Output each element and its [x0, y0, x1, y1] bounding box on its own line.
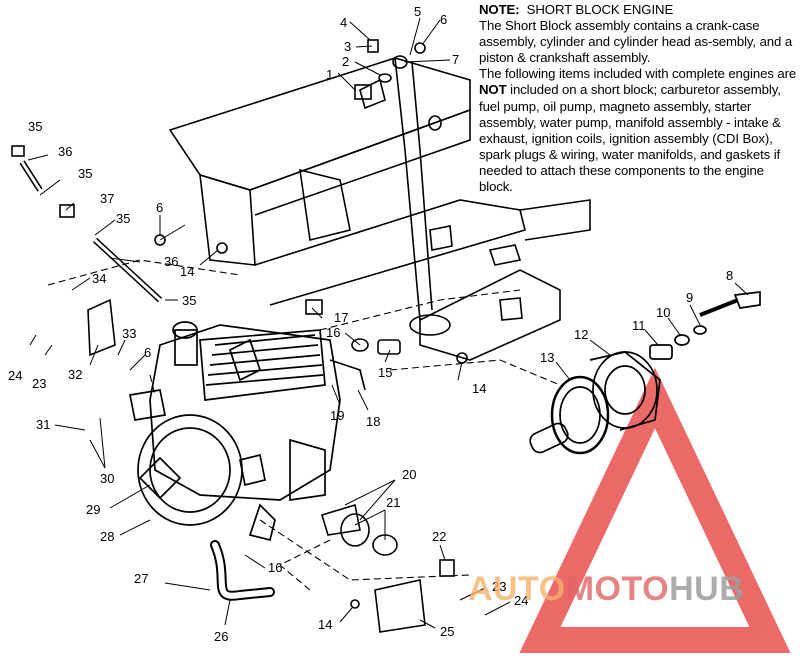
callout-5: 5: [414, 4, 421, 19]
note-paragraph-2: The following items included with comple…: [479, 66, 797, 195]
callout-35: 35: [182, 293, 196, 308]
callout-13: 13: [540, 350, 554, 365]
note-label: NOTE:: [479, 2, 520, 17]
callout-37: 37: [100, 191, 114, 206]
note-text-not: NOT: [479, 82, 507, 98]
callout-6: 6: [440, 12, 447, 27]
callout-30: 30: [100, 471, 114, 486]
callout-14: 14: [318, 617, 332, 632]
callout-11: 11: [632, 318, 646, 333]
callout-35: 35: [116, 211, 130, 226]
callout-33: 33: [122, 326, 136, 341]
callout-36: 36: [58, 144, 72, 159]
assembly-lines: [47, 259, 561, 591]
callout-35: 35: [28, 119, 42, 134]
callout-22: 22: [432, 529, 446, 544]
callout-4: 4: [340, 15, 347, 30]
callout-21: 21: [386, 495, 400, 510]
callout-23: 23: [492, 579, 506, 594]
watermark-text: AUTOMOTOHUB: [468, 570, 744, 609]
callout-19: 19: [330, 408, 344, 423]
leader-lines: [27, 17, 749, 629]
watermark-part-1: AUTO: [468, 570, 566, 608]
callout-14: 14: [472, 381, 486, 396]
callout-2: 2: [342, 54, 349, 69]
callout-labels: 1 2 3 4 5 6 7 35 36 35 37 35 6 36 14 35 …: [8, 4, 733, 644]
callout-16: 16: [268, 560, 282, 575]
callout-23: 23: [32, 376, 46, 391]
callout-25: 25: [440, 624, 454, 639]
clutch-assembly: [529, 291, 761, 455]
watermark-logo: [519, 367, 791, 653]
callout-17: 17: [334, 310, 348, 325]
callout-12: 12: [574, 327, 588, 342]
engine-block: [128, 321, 366, 542]
callout-28: 28: [100, 529, 114, 544]
callout-1: 1: [326, 67, 333, 82]
callout-36: 36: [164, 254, 178, 269]
note-text-post: included on a short block; carburetor as…: [479, 82, 781, 195]
short-block-note: NOTE: SHORT BLOCK ENGINE The Short Block…: [479, 2, 797, 195]
callout-26: 26: [214, 629, 228, 644]
callout-24: 24: [8, 368, 22, 383]
callout-10: 10: [656, 305, 670, 320]
callout-20: 20: [402, 467, 416, 482]
callout-27: 27: [134, 571, 148, 586]
callout-32: 32: [68, 367, 82, 382]
note-paragraph-1: The Short Block assembly contains a cran…: [479, 18, 793, 66]
callout-9: 9: [686, 290, 693, 305]
note-title: SHORT BLOCK ENGINE: [526, 2, 674, 17]
callout-34: 34: [92, 271, 106, 286]
note-text-pre: The following items included with comple…: [479, 66, 797, 82]
watermark-part-2: MOTO: [565, 570, 670, 608]
callout-3: 3: [344, 39, 351, 54]
callout-35: 35: [78, 166, 92, 181]
callout-8: 8: [726, 268, 733, 283]
watermark-part-3: HUB: [669, 570, 745, 608]
callout-6: 6: [156, 200, 163, 215]
callout-16: 16: [326, 325, 340, 340]
callout-24: 24: [514, 593, 528, 608]
note-heading: NOTE: SHORT BLOCK ENGINE: [479, 2, 797, 18]
callout-18: 18: [366, 414, 380, 429]
callout-14: 14: [180, 264, 194, 279]
callout-29: 29: [86, 502, 100, 517]
callout-31: 31: [36, 417, 50, 432]
callout-7: 7: [452, 52, 459, 67]
callout-15: 15: [378, 365, 392, 380]
callout-6: 6: [144, 345, 151, 360]
